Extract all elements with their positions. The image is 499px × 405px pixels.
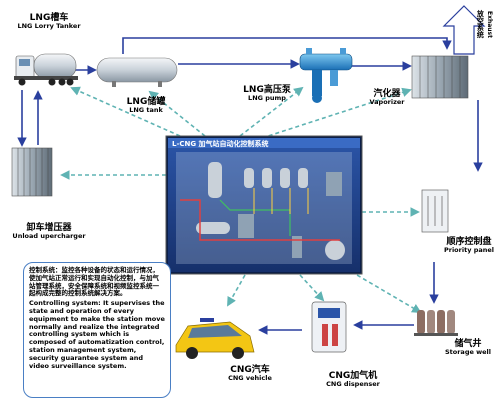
label-vaporizer: 汽化器 Vaporizer — [362, 89, 412, 107]
tank-icon — [96, 57, 178, 87]
control-screen-icon — [165, 135, 363, 275]
dispenser-icon — [311, 301, 347, 353]
label-vaporizer-zh: 汽化器 — [373, 89, 401, 99]
signal-to-tanker — [70, 86, 181, 137]
flow-tanker-to-exhaust — [122, 37, 452, 54]
control-system-callout: 控制系统：监控各种设备的状态和运行情况，使加气站正常运行和实现自动化控制，与加气… — [23, 262, 171, 398]
label-lng-tanker-en: LNG Lorry Tanker — [17, 22, 81, 31]
label-lng-pump: LNG高压泵 LNG pump — [232, 85, 302, 103]
storage-well-icon — [414, 310, 458, 336]
label-exhaust: 放空系统 Exhaust — [470, 10, 498, 40]
label-storage-well-en: Storage well — [444, 348, 492, 357]
signal-to-vehicle — [227, 274, 246, 307]
label-vaporizer-en: Vaporizer — [369, 98, 405, 107]
control-screen-title: L-CNG 加气站自动化控制系统 — [172, 140, 269, 148]
label-priority-panel-zh: 顺序控制盘 — [446, 237, 492, 247]
panel-icon — [421, 189, 449, 233]
label-cng-vehicle: CNG汽车 CNG vehicle — [222, 365, 278, 383]
label-unload-supercharger: 卸车增压器 Unload upercharger — [4, 223, 94, 241]
label-cng-vehicle-en: CNG vehicle — [228, 374, 272, 383]
label-lng-pump-en: LNG pump — [248, 94, 286, 103]
label-priority-panel-en: Priority panel — [443, 246, 494, 255]
supercharger-icon — [11, 147, 53, 197]
label-lng-tank-zh: LNG储罐 — [126, 97, 166, 107]
label-cng-vehicle-zh: CNG汽车 — [230, 365, 270, 375]
label-unload-supercharger-en: Unload upercharger — [12, 232, 86, 241]
signal-to-vaporizer — [261, 87, 412, 139]
label-lng-tank: LNG储罐 LNG tank — [116, 97, 176, 115]
label-exhaust-en: Exhaust — [485, 11, 493, 38]
label-cng-dispenser-en: CNG dispenser — [326, 380, 380, 389]
label-storage-well: 储气井 Storage well — [440, 339, 496, 357]
control-system-zh: 控制系统：监控各种设备的状态和运行情况，使加气站正常运行和实现自动化控制，与加气… — [29, 266, 159, 298]
label-cng-dispenser: CNG加气机 CNG dispenser — [320, 371, 386, 389]
vaporizer-icon — [411, 55, 469, 99]
label-storage-well-zh: 储气井 — [454, 339, 482, 349]
signal-to-pump — [239, 86, 304, 137]
lorry-tanker-icon — [14, 53, 78, 86]
label-lng-tank-en: LNG tank — [129, 106, 163, 115]
signal-to-tank — [148, 90, 206, 137]
signal-lines — [60, 86, 422, 313]
label-exhaust-zh: 放空系统 — [476, 10, 485, 38]
label-cng-dispenser-zh: CNG加气机 — [328, 371, 378, 381]
signal-to-well — [344, 267, 422, 313]
taxi-icon — [175, 318, 255, 359]
exhaust-arrow-icon — [442, 5, 486, 55]
control-system-en: Controlling system: It supervises the st… — [29, 299, 165, 370]
label-lng-pump-zh: LNG高压泵 — [243, 85, 291, 95]
label-priority-panel: 顺序控制盘 Priority panel — [440, 237, 498, 255]
label-lng-tanker-zh: LNG槽车 — [29, 13, 69, 23]
process-flow-lines — [17, 37, 483, 335]
pump-icon — [299, 48, 353, 103]
label-unload-supercharger-zh: 卸车增压器 — [26, 223, 72, 233]
signal-to-dispenser — [299, 274, 325, 302]
label-lng-tanker: LNG槽车 LNG Lorry Tanker — [14, 13, 84, 31]
